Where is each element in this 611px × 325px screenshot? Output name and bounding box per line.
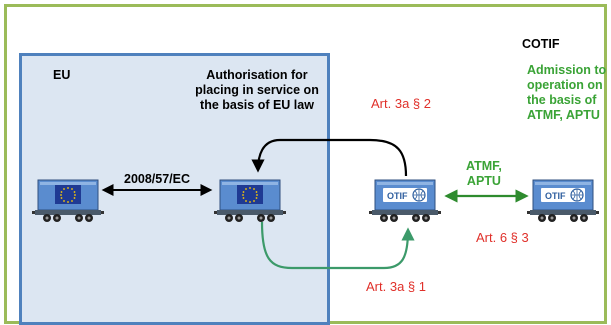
admission-line-4: ATMF, APTU <box>527 108 600 122</box>
admission-line-3: the basis of <box>527 93 597 107</box>
art-6-3-label: Art. 6 § 3 <box>476 230 529 245</box>
authorisation-line-2: placing in service on <box>195 83 319 97</box>
otif-logo-icon <box>382 187 428 203</box>
admission-text: Admission to operation on the basis of A… <box>527 63 606 123</box>
art-3a-2-label: Art. 3a § 2 <box>371 96 431 111</box>
art-3a-1-arrow <box>260 221 415 270</box>
eu-wagon-2 <box>213 179 287 223</box>
authorisation-line-3: the basis of EU law <box>200 98 314 112</box>
atmf-line: ATMF, <box>466 159 502 173</box>
admission-line-1: Admission to <box>527 63 607 77</box>
authorisation-text: Authorisation for placing in service on … <box>192 68 322 113</box>
eu-label: EU <box>53 68 71 82</box>
atmf-aptu-label: ATMF, APTU <box>466 159 502 189</box>
art-3a-1-label: Art. 3a § 1 <box>366 279 426 294</box>
eu-flag-icon <box>237 185 263 204</box>
otif-wagon-1 <box>368 179 442 223</box>
authorisation-line-1: Authorisation for <box>206 68 308 82</box>
art-3a-2-arrow <box>251 138 408 177</box>
aptu-line: APTU <box>466 174 501 188</box>
eu-wagon-1 <box>31 179 105 223</box>
cotif-label: COTIF <box>522 37 560 51</box>
otif-logo-icon <box>540 187 586 203</box>
eu-flag-icon <box>55 185 81 204</box>
directive-label: 2008/57/EC <box>124 172 191 186</box>
admission-line-2: operation on <box>527 78 603 92</box>
otif-wagon-2 <box>526 179 600 223</box>
